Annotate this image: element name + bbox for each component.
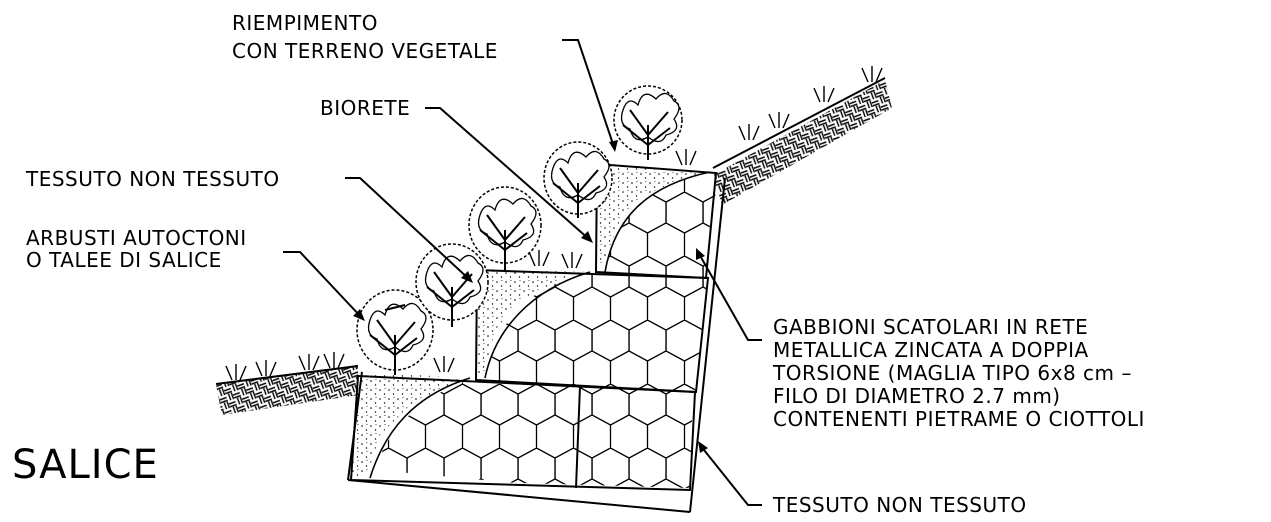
gabion-top	[594, 162, 718, 280]
drawing-title: SALICE	[12, 442, 159, 488]
leader-tnt-bottom	[698, 441, 762, 506]
biorete-curve	[369, 171, 711, 479]
soil-fill-bottom	[352, 372, 470, 478]
label-riempimento-1: RIEMPIMENTO	[232, 11, 378, 35]
grass-tufts	[225, 66, 883, 381]
shrub-3	[468, 186, 542, 270]
leader-gabbioni	[696, 248, 762, 341]
soil-fill-mid	[477, 268, 590, 378]
label-gabbioni-5: CONTENENTI PIETRAME O CIOTTOLI	[773, 407, 1145, 431]
label-gabbioni-4: FILO DI DIAMETRO 2.7 mm)	[773, 384, 1061, 408]
label-arbusti-1: ARBUSTI AUTOCTONI	[26, 226, 247, 250]
shrub-2	[415, 243, 489, 327]
shrub-1	[356, 289, 434, 375]
shrub-4	[543, 141, 613, 218]
ground-left	[215, 365, 359, 415]
soil-fill-top	[596, 163, 710, 270]
label-gabbioni-2: METALLICA ZINCATA A DOPPIA	[773, 338, 1089, 362]
leader-riempimento	[562, 39, 618, 152]
label-tnt-bottom: TESSUTO NON TESSUTO	[772, 493, 1027, 517]
label-gabbioni-1: GABBIONI SCATOLARI IN RETE	[773, 315, 1088, 339]
label-biorete: BIORETE	[320, 96, 410, 120]
label-tnt-top: TESSUTO NON TESSUTO	[25, 167, 280, 191]
leader-tnt-top	[345, 177, 473, 283]
label-arbusti-2: O TALEE DI SALICE	[26, 248, 222, 272]
label-gabbioni-3: TORSIONE (MAGLIA TIPO 6x8 cm –	[772, 361, 1132, 385]
leader-biorete	[425, 107, 593, 243]
leader-arbusti	[283, 251, 365, 321]
ground-right	[712, 77, 892, 205]
label-riempimento-2: CON TERRENO VEGETALE	[232, 39, 498, 63]
shrub-5	[613, 85, 683, 160]
gabion-middle	[474, 268, 710, 394]
